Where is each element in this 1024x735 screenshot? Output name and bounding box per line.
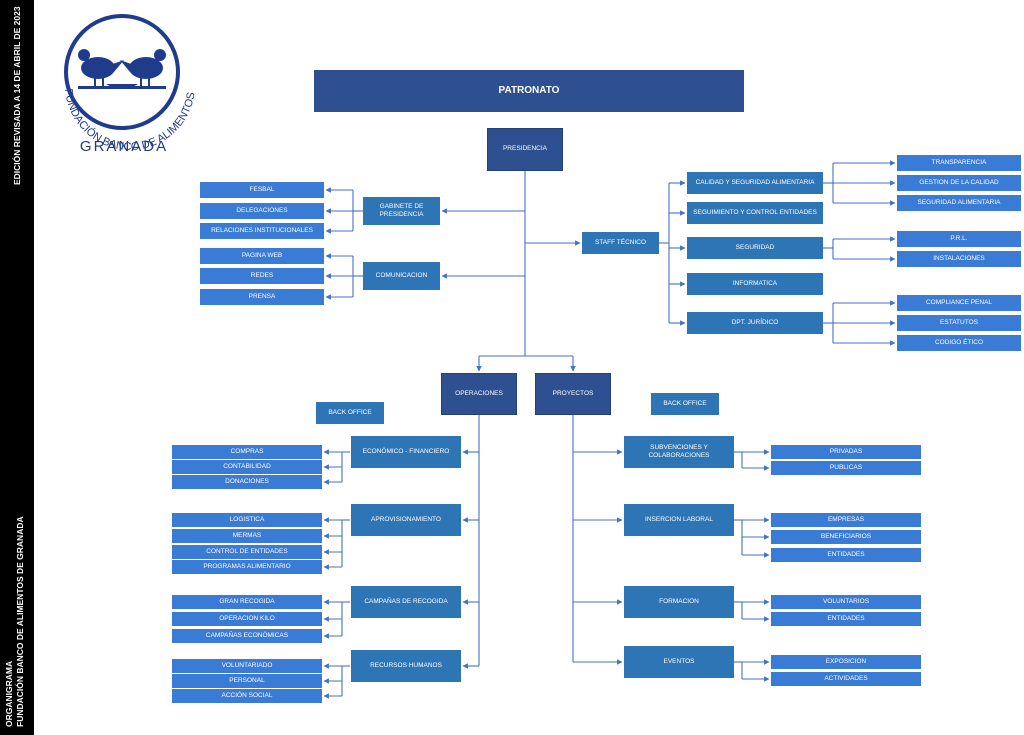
node-seguimiento: SEGUIMIENTO Y CONTROL ENTIDADES (687, 202, 823, 224)
node-juridico-item: COMPLIANCE PENAL (897, 295, 1021, 311)
node-juridico: DPT. JURÍDICO (687, 312, 823, 334)
node-insercion-item: ENTIDADES (771, 548, 921, 562)
node-formacion: FORMACION (624, 586, 734, 618)
node-operaciones: OPERACIONES (441, 373, 517, 415)
node-aprovisionamiento-item: MERMAS (172, 529, 322, 543)
node-gabinete-item: RELACIONES INSTITUCIONALES (200, 223, 324, 239)
node-rrhh-item: PERSONAL (172, 674, 322, 688)
node-eventos: EVENTOS (624, 646, 734, 678)
node-eventos-item: EXPOSICION (771, 655, 921, 669)
node-rrhh: RECURSOS HUMANOS (351, 650, 461, 682)
two-birds-eating-icon (78, 49, 166, 89)
node-calidad: CALIDAD Y SEGURIDAD ALIMENTARIA (687, 172, 823, 194)
node-juridico-item: CODIGO ÉTICO (897, 335, 1021, 351)
node-proyectos: PROYECTOS (535, 373, 611, 415)
node-seguridad: SEGURIDAD (687, 237, 823, 259)
node-comunicacion: COMUNICACION (363, 262, 440, 290)
node-economico: ECONÓMICO - FINANCIERO (351, 436, 461, 468)
node-subvenciones: SUBVENCIONES Y COLABORACIONES (624, 436, 734, 468)
node-subvenciones-item: PUBLICAS (771, 461, 921, 475)
logo: FUNDACIÓN BANCO DE ALIMENTOS GRANADA (60, 10, 200, 155)
back-office-operaciones: BACK OFFICE (316, 402, 384, 424)
node-formacion-item: ENTIDADES (771, 612, 921, 626)
node-economico-item: DONACIONES (172, 475, 322, 489)
node-calidad-item: TRANSPARENCIA (897, 155, 1021, 171)
node-presidencia: PRESIDENCIA (487, 128, 563, 171)
node-subvenciones-item: PRIVADAS (771, 445, 921, 459)
node-seguridad-item: P.R.L. (897, 231, 1021, 247)
logo-city: GRANADA (80, 138, 168, 155)
node-campanas-item: CAMPAÑAS ECONÓMICAS (172, 629, 322, 643)
node-aprovisionamiento-item: CONTROL DE ENTIDADES (172, 545, 322, 559)
node-comunicacion-item: PAGINA WEB (200, 248, 324, 264)
node-campanas-item: GRAN RECOGIDA (172, 595, 322, 609)
node-calidad-item: SEGURIDAD ALIMENTARIA (897, 195, 1021, 211)
node-campanas: CAMPAÑAS DE RECOGIDA (351, 586, 461, 618)
node-campanas-item: OPERACION KILO (172, 612, 322, 626)
node-comunicacion-item: PRENSA (200, 289, 324, 305)
node-comunicacion-item: REDES (200, 268, 324, 284)
node-staff-tecnico: STAFF TÉCNICO (582, 232, 659, 254)
node-rrhh-item: VOLUNTARIADO (172, 659, 322, 673)
node-formacion-item: VOLUNTARIOS (771, 595, 921, 609)
node-patronato: PATRONATO (314, 70, 744, 112)
node-aprovisionamiento: APROVISIONAMIENTO (351, 504, 461, 536)
node-rrhh-item: ACCIÓN SOCIAL (172, 689, 322, 703)
node-seguridad-item: INSTALACIONES (897, 251, 1021, 267)
node-gabinete: GABINETE DE PRESIDENCIA (363, 197, 440, 225)
node-eventos-item: ACTIVIDADES (771, 672, 921, 686)
sidebar: EDICIÓN REVISADA A 14 DE ABRIL DE 2023 O… (0, 0, 34, 735)
node-insercion-item: EMPRESAS (771, 513, 921, 527)
node-insercion: INSERCION LABORAL (624, 504, 734, 536)
node-economico-item: CONTABILIDAD (172, 460, 322, 474)
node-aprovisionamiento-item: PROGRAMAS ALIMENTARIO (172, 560, 322, 574)
node-gabinete-item: DELEGACIONES (200, 203, 324, 219)
node-economico-item: COMPRAS (172, 445, 322, 459)
node-insercion-item: BENEFICIARIOS (771, 530, 921, 544)
node-informatica: INFORMATICA (687, 273, 823, 295)
back-office-proyectos: BACK OFFICE (651, 393, 719, 415)
node-juridico-item: ESTATUTOS (897, 315, 1021, 331)
node-calidad-item: GESTION DE LA CALIDAD (897, 175, 1021, 191)
node-gabinete-item: FESBAL (200, 182, 324, 198)
node-aprovisionamiento-item: LOGISTICA (172, 513, 322, 527)
